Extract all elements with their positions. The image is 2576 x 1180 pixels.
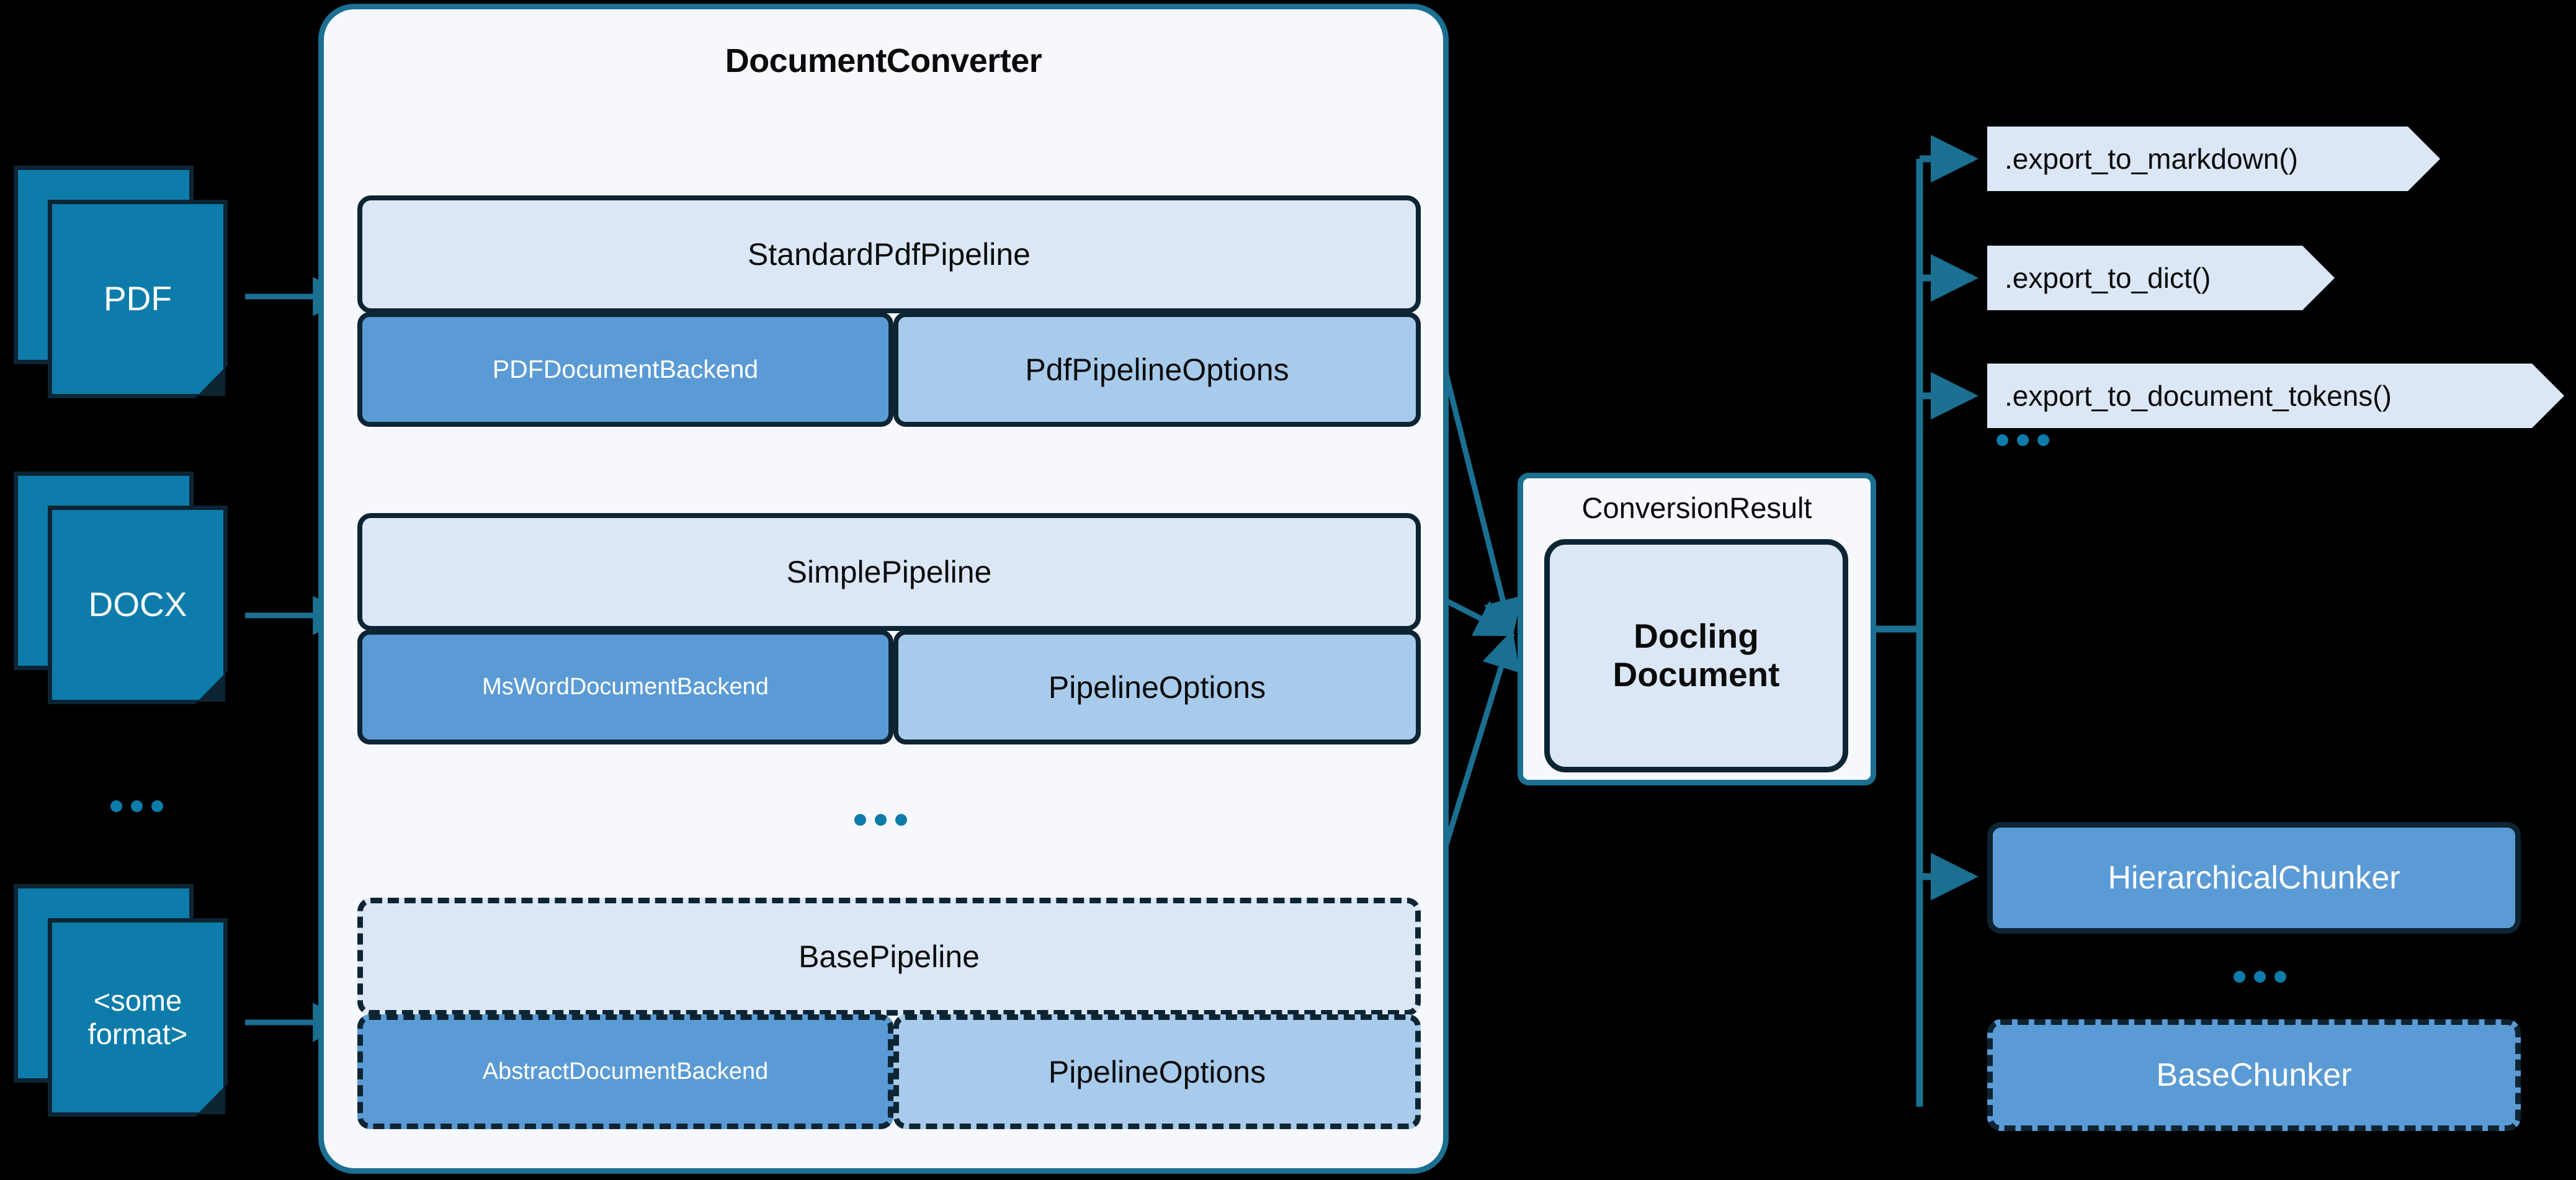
doc-front-sheet-icon: DOCX — [48, 506, 228, 704]
doc-fold-edge-icon — [197, 367, 225, 396]
input-doc-docx[interactable]: DOCX — [14, 472, 249, 704]
document-converter-container: DocumentConverter StandardPdfPipeline PD… — [318, 4, 1449, 1174]
docling-document-box[interactable]: Docling Document — [1544, 539, 1848, 772]
pipeline-group-simple[interactable]: SimplePipeline MsWordDocumentBackend Pip… — [357, 513, 1421, 744]
export-to-markdown[interactable]: .export_to_markdown() — [1987, 127, 2440, 191]
chunker-list-ellipsis — [2234, 971, 2286, 983]
doc-fold-edge-icon — [197, 1086, 225, 1114]
input-doc-label: PDF — [104, 279, 172, 318]
hierarchical-chunker[interactable]: HierarchicalChunker — [1987, 822, 2521, 934]
export-to-document-tokens[interactable]: .export_to_document_tokens() — [1987, 364, 2564, 428]
backend-box-abstractdocumentbackend[interactable]: AbstractDocumentBackend — [357, 1014, 893, 1129]
options-box-pipelineoptions-base[interactable]: PipelineOptions — [893, 1014, 1421, 1129]
input-doc-some-format[interactable]: <some format> — [14, 884, 249, 1117]
pipeline-header-basepipeline[interactable]: BasePipeline — [357, 898, 1421, 1016]
export-to-dict[interactable]: .export_to_dict() — [1987, 246, 2335, 310]
doc-fold-edge-icon — [197, 673, 225, 702]
backend-box-pdfdocumentbackend[interactable]: PDFDocumentBackend — [357, 312, 893, 427]
doc-front-sheet-icon: <some format> — [48, 918, 228, 1117]
options-box-pdfpipelineoptions[interactable]: PdfPipelineOptions — [893, 312, 1421, 427]
input-doc-pdf[interactable]: PDF — [14, 166, 249, 398]
export-list-ellipsis — [1997, 434, 2049, 446]
conversion-result-container: ConversionResult Docling Document — [1518, 473, 1876, 785]
backend-box-mswoorddocumentbackend[interactable]: MsWordDocumentBackend — [357, 630, 893, 744]
input-list-ellipsis — [110, 800, 163, 812]
input-doc-label-line1: <some — [93, 983, 182, 1017]
input-doc-label-line2: format> — [87, 1017, 188, 1050]
page-title: DocumentConverter — [725, 42, 1042, 79]
pipeline-list-ellipsis — [854, 814, 907, 826]
pipeline-header-simplepipeline[interactable]: SimplePipeline — [357, 513, 1421, 631]
pipeline-group-base[interactable]: BasePipeline AbstractDocumentBackend Pip… — [357, 898, 1421, 1129]
docling-document-line2: Document — [1612, 655, 1780, 694]
doc-front-sheet-icon: PDF — [48, 200, 228, 398]
options-box-pipelineoptions[interactable]: PipelineOptions — [893, 630, 1421, 744]
input-doc-label: DOCX — [88, 585, 187, 624]
pipeline-header-standardpdfpipeline[interactable]: StandardPdfPipeline — [357, 195, 1421, 313]
pipeline-group-standard-pdf[interactable]: StandardPdfPipeline PDFDocumentBackend P… — [357, 195, 1421, 427]
conversion-result-label: ConversionResult — [1581, 491, 1812, 524]
docling-document-line1: Docling — [1634, 617, 1759, 656]
base-chunker[interactable]: BaseChunker — [1987, 1019, 2521, 1131]
